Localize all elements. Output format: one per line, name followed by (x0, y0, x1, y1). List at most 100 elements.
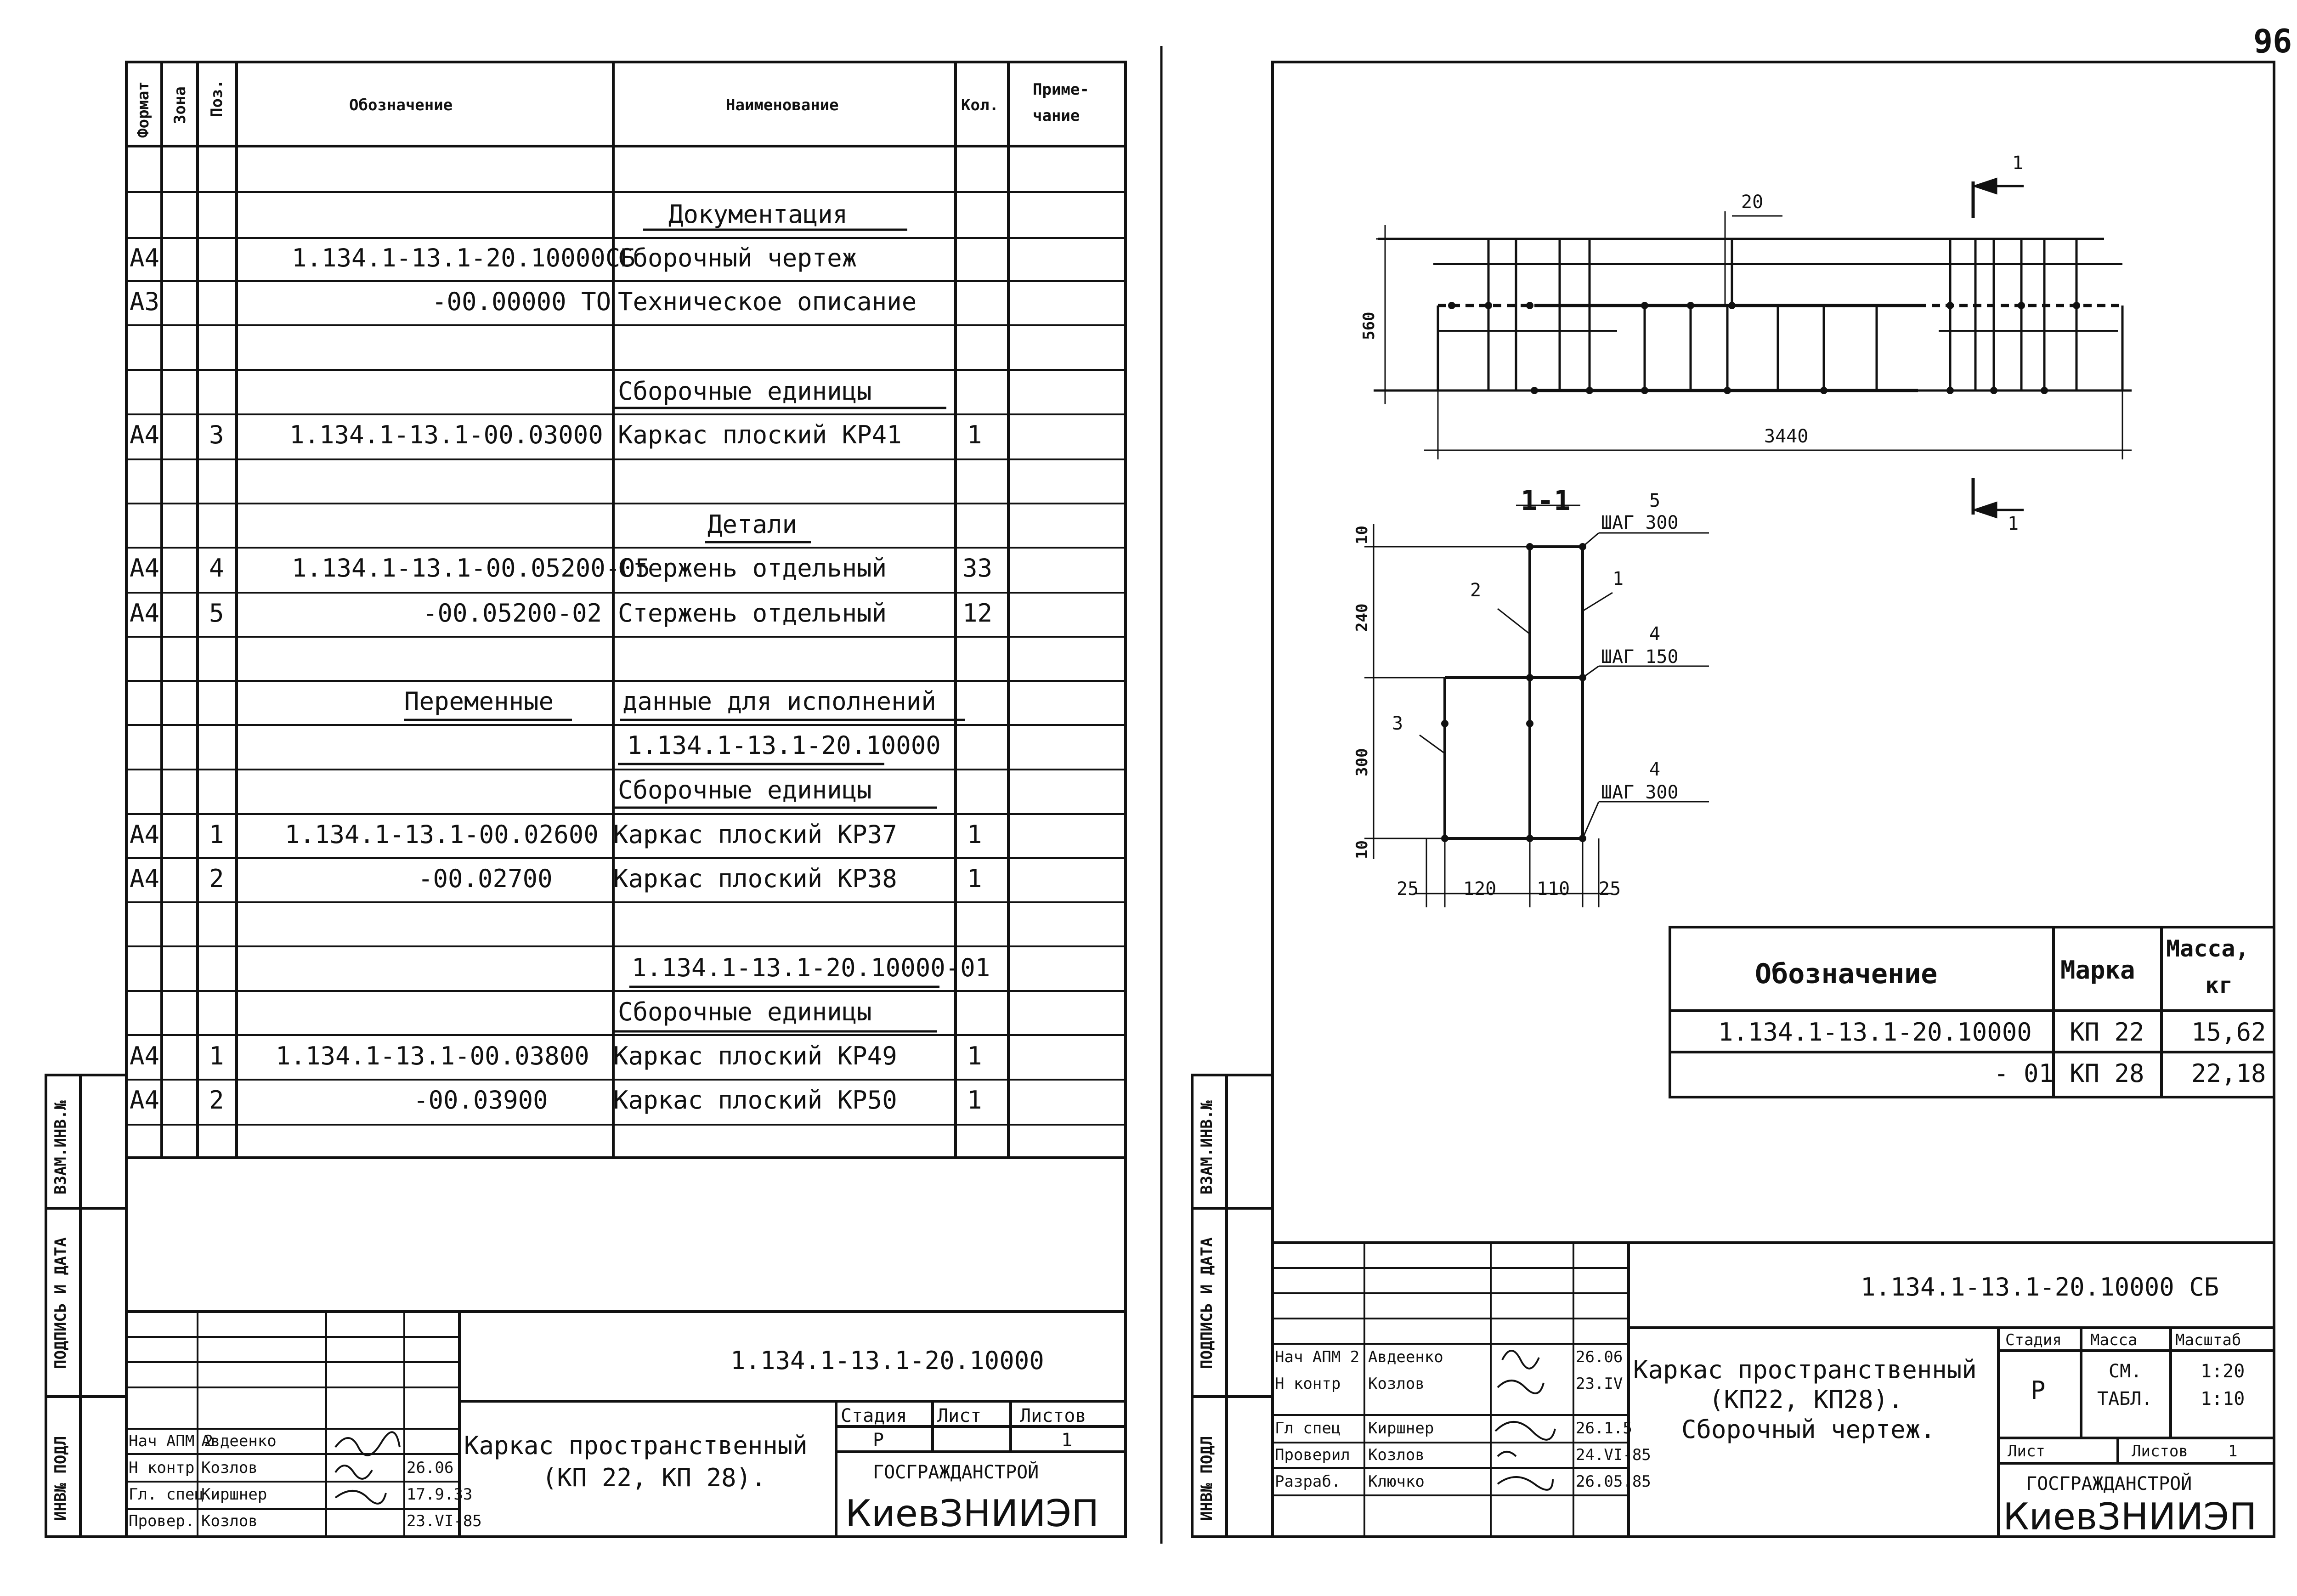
title-block-code: 1.134.1-13.1-20.10000 (730, 1346, 1044, 1375)
pos-cell: 4 (209, 554, 224, 583)
format-cell: А4 (130, 554, 160, 583)
person-name: Киршнер (1368, 1419, 1434, 1438)
pos-cell: 5 (209, 599, 224, 628)
callout-step: ШАГ 300 (1601, 782, 1679, 803)
mass-table-mass: 15,62 (2191, 1018, 2266, 1047)
qty-cell: 33 (962, 554, 993, 583)
person-name: Козлов (1368, 1446, 1425, 1464)
callout-number: 2 (1470, 580, 1482, 601)
section-heading: Сборочные единицы (618, 377, 872, 406)
format-cell: А4 (130, 864, 160, 893)
pos-cell: 2 (209, 1086, 224, 1115)
date-cell: 26.06 (1576, 1348, 1623, 1366)
mass-table-header-mark: Марка (2060, 956, 2135, 985)
elevation-view (1374, 177, 2132, 519)
name-cell: Каркас плоский КР49 (613, 1041, 897, 1070)
date-cell: 26.05.85 (1576, 1472, 1651, 1491)
person-name: Авдеенко (201, 1432, 277, 1450)
sheet-header: Лист (2008, 1442, 2045, 1460)
person-name: Козлов (201, 1459, 258, 1477)
sheet-header: Лист (937, 1405, 982, 1426)
designation-cell: -00.03900 (413, 1086, 548, 1115)
person-name: Авдеенко (1368, 1348, 1443, 1366)
title-block-title: Каркас пространственный (464, 1431, 808, 1460)
designation-cell: -00.02700 (418, 864, 553, 893)
title-block-title: Сборочный чертеж. (1681, 1415, 1935, 1444)
format-cell: А4 (130, 820, 160, 849)
mass-table-designation: - 01 (1994, 1059, 2054, 1088)
institute-name: КиевЗНИИЭП (845, 1492, 1099, 1535)
date-cell: 23.VI-85 (407, 1512, 482, 1530)
dim-120: 120 (1463, 878, 1497, 900)
mass-table-header-unit: кг (2205, 972, 2233, 999)
name-cell: Каркас плоский КР50 (613, 1086, 897, 1115)
mass-header: Масса (2090, 1331, 2138, 1349)
person-name: Киршнер (201, 1485, 267, 1504)
designation-cell: 1.134.1-13.1-00.02600 (285, 820, 599, 849)
callout-number: 3 (1392, 713, 1403, 734)
format-cell: А4 (130, 1086, 160, 1115)
name-cell: Сборочный чертеж (618, 243, 857, 272)
role-cell: Гл. спец (129, 1485, 204, 1504)
scale-header: Масштаб (2175, 1331, 2241, 1349)
designation-cell: 1.134.1-13.1-20.10000СБ (292, 243, 635, 272)
date-cell: 26.06 (407, 1459, 454, 1477)
callout-number: 1 (1612, 568, 1624, 589)
stage-value: Р (873, 1430, 884, 1451)
format-cell: А4 (130, 599, 160, 628)
format-cell: А4 (130, 243, 160, 272)
title-block-title: Каркас пространственный (1633, 1355, 1977, 1384)
qty-cell: 1 (967, 420, 982, 449)
designation-cell: 1.134.1-13.1-00.03800 (276, 1041, 589, 1070)
mass-table-mark: КП 22 (2070, 1018, 2144, 1047)
section-mark-bottom: 1 (2008, 513, 2019, 534)
header-designation: Обозначение (349, 96, 453, 114)
date-cell: 26.1.5 (1576, 1419, 1632, 1438)
mass-table-header-mass: Масса, (2166, 935, 2249, 962)
left-frame (125, 61, 1127, 1538)
stage-value: Р (2031, 1376, 2046, 1405)
role-cell: Гл спец (1275, 1419, 1341, 1438)
title-block-code: 1.134.1-13.1-20.10000 СБ (1861, 1273, 2219, 1302)
role-cell: Н контр (1275, 1375, 1341, 1393)
role-cell: Разраб. (1275, 1472, 1341, 1491)
date-cell: 17.9.33 (407, 1485, 473, 1504)
section-heading: Документация (668, 200, 848, 229)
person-name: Ключко (1368, 1472, 1425, 1491)
dim-20: 20 (1741, 192, 1764, 213)
designation-cell: -00.05200-02 (423, 599, 602, 628)
person-name: Козлов (1368, 1375, 1425, 1393)
section-heading: Детали (707, 510, 798, 539)
qty-cell: 12 (962, 599, 993, 628)
mass-value: ТАБЛ. (2097, 1388, 2153, 1409)
qty-cell: 1 (967, 864, 982, 893)
mass-table-header-designation: Обозначение (1755, 958, 1938, 990)
page-number: 96 (2253, 23, 2292, 60)
designation-cell: 1.134.1-13.1-00.05200-05 (292, 554, 651, 583)
header-name: Наименование (726, 96, 839, 114)
date-cell: 23.IV (1576, 1375, 1623, 1393)
pos-cell: 3 (209, 420, 224, 449)
section-heading: Переменные (404, 687, 554, 716)
institute-name: КиевЗНИИЭП (2003, 1495, 2257, 1538)
stage-header: Стадия (2005, 1331, 2062, 1349)
variant-heading: 1.134.1-13.1-20.10000 (627, 731, 941, 760)
title-block-title: (КП22, КП28). (1709, 1385, 1903, 1414)
role-cell: Н контр (129, 1459, 195, 1477)
sheets-value: 1 (1061, 1430, 1073, 1451)
section-title: 1-1 (1521, 485, 1571, 517)
person-name: Козлов (201, 1512, 258, 1530)
name-cell: Каркас плоский КР38 (613, 864, 897, 893)
sheets-header: Листов (2132, 1442, 2188, 1460)
mass-table-designation: 1.134.1-13.1-20.10000 (1718, 1018, 2032, 1047)
designation-cell: 1.134.1-13.1-00.03000 (289, 420, 603, 449)
header-note: чание (1033, 107, 1080, 125)
format-cell: А4 (130, 1041, 160, 1070)
name-cell: Стержень отдельный (618, 599, 887, 628)
name-cell: Техническое описание (618, 287, 917, 316)
section-view (1364, 504, 1709, 907)
